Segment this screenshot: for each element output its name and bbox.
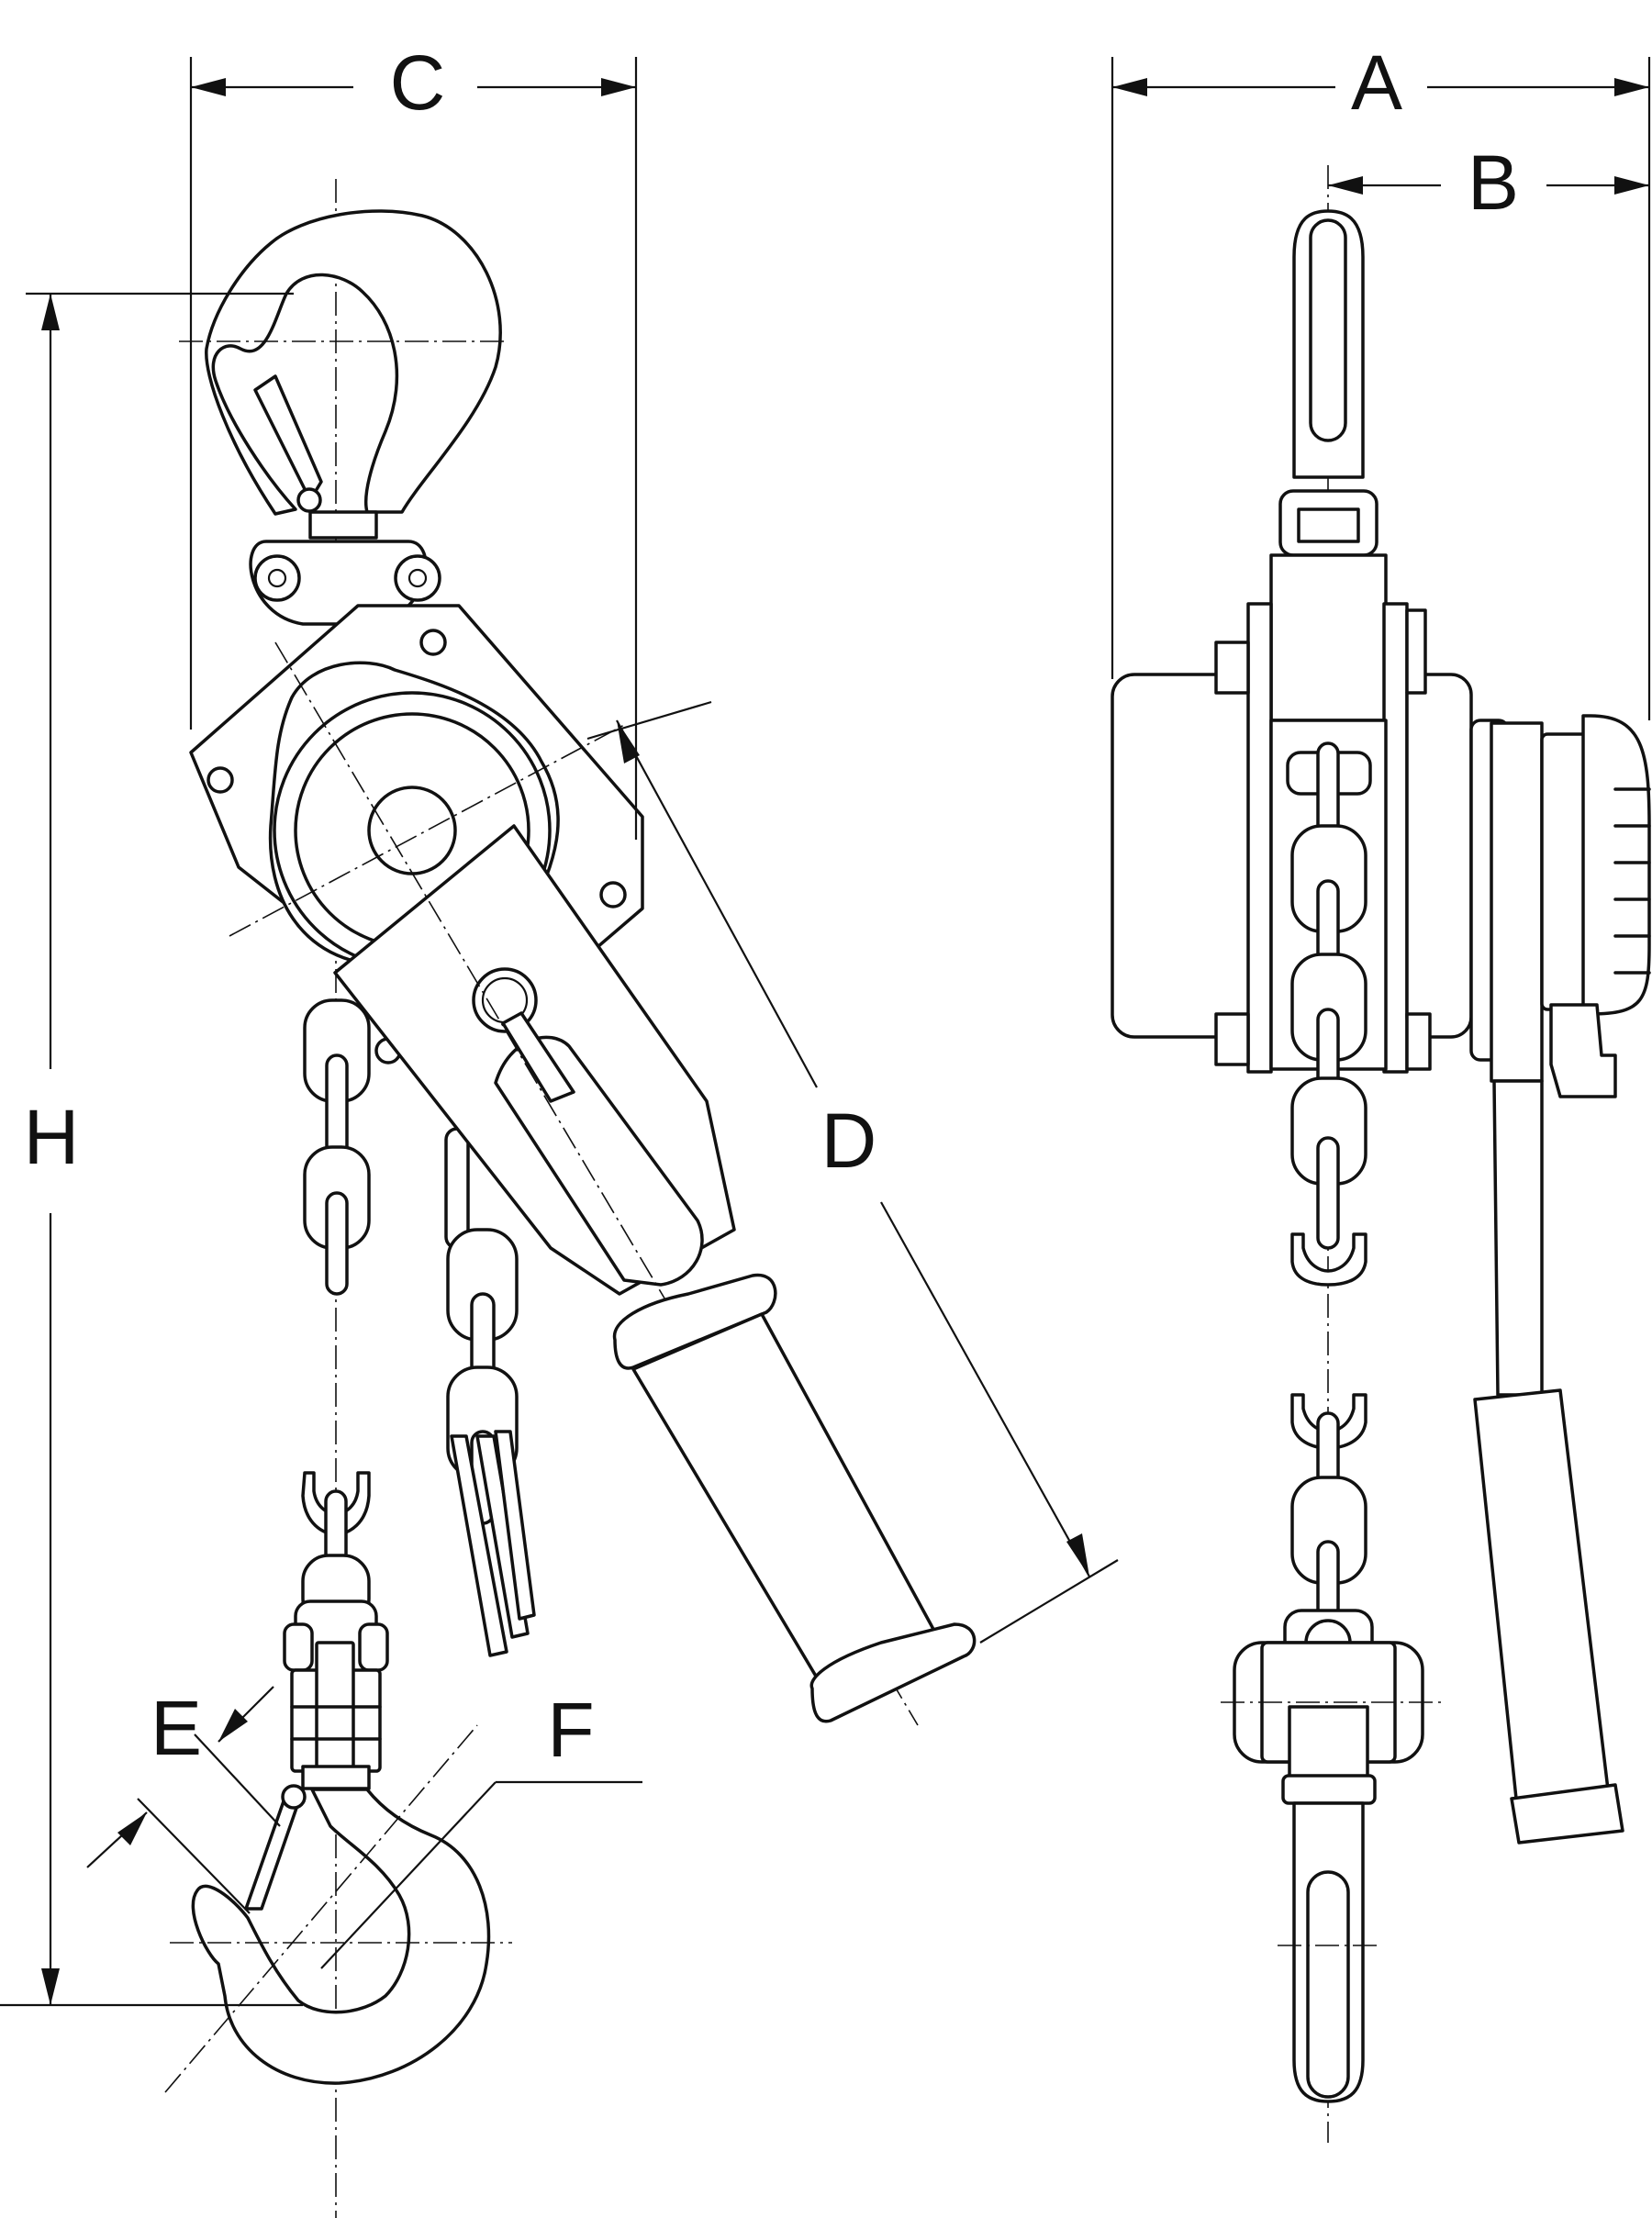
bottom-hook [164, 1724, 512, 2093]
label-h: H [24, 1094, 80, 1180]
top-hook [179, 209, 509, 540]
side-load-chain [1286, 741, 1372, 1654]
label-c: C [390, 39, 446, 126]
dimension-f [320, 1780, 642, 1969]
dimension-d [586, 700, 1119, 1644]
dimension-c [189, 57, 638, 840]
label-f: F [547, 1687, 594, 1773]
label-e: E [151, 1685, 202, 1771]
front-view: C H D E [0, 39, 1119, 2218]
front-load-chain-upper [303, 998, 371, 1296]
top-bracket [249, 540, 441, 626]
dimension-e [86, 1686, 281, 1914]
label-b: B [1468, 139, 1519, 226]
front-hand-chain [444, 1127, 536, 1657]
dimension-h [0, 292, 303, 2007]
dimension-b [1328, 176, 1649, 195]
lever-arm [274, 641, 977, 1726]
bottom-hook-block [283, 1599, 389, 1790]
label-a: A [1351, 39, 1402, 126]
dimension-a [1111, 57, 1651, 720]
side-view: A B [1111, 39, 1651, 2143]
label-d: D [821, 1098, 877, 1184]
side-bottom-block [1221, 1609, 1446, 2103]
side-lever [1469, 714, 1651, 1845]
side-top-hook [1278, 209, 1379, 557]
